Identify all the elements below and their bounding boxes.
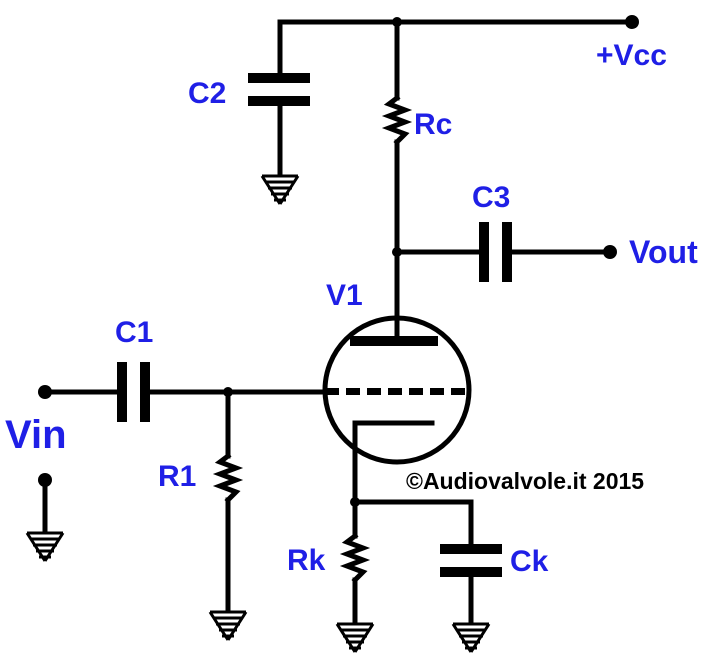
c3-capacitor-left-plate (479, 222, 489, 282)
ck-ground-symbol (451, 622, 491, 653)
rc-label: Rc (414, 108, 452, 141)
c2-label: C2 (188, 77, 226, 110)
ck-label: Ck (510, 545, 549, 578)
c3-label: C3 (472, 181, 510, 214)
c2-capacitor-top-plate (248, 73, 310, 83)
rk-resistor (339, 532, 371, 584)
vcc-terminal (625, 15, 639, 29)
triode-cathode (352, 420, 435, 458)
rk-ground-symbol (335, 622, 375, 653)
vout-terminal (603, 245, 617, 259)
vout-label: Vout (629, 234, 698, 270)
r1-resistor (212, 452, 244, 504)
rk-label: Rk (287, 544, 326, 577)
ck-capacitor-top-plate (440, 544, 502, 554)
c1-label: C1 (115, 316, 153, 349)
c1-capacitor-left-plate (117, 362, 127, 422)
ck-top-wire (352, 499, 474, 551)
vin-label: Vin (5, 413, 67, 457)
ck-capacitor-bottom-plate (440, 567, 502, 577)
c2-capacitor-bottom-plate (248, 96, 310, 106)
r1-label: R1 (158, 460, 196, 493)
v1-label: V1 (326, 279, 363, 312)
triode-plate-electrode (350, 336, 438, 346)
vcc-label: +Vcc (596, 39, 667, 72)
r1-ground-symbol (208, 610, 248, 641)
vin-ground-symbol (25, 531, 65, 562)
c2-ground-symbol (260, 174, 300, 205)
copyright-text: ©Audiovalvole.it 2015 (406, 468, 644, 494)
triode-grid (325, 388, 465, 395)
rc-resistor (381, 94, 413, 146)
supply-rail-wire (277, 19, 635, 83)
